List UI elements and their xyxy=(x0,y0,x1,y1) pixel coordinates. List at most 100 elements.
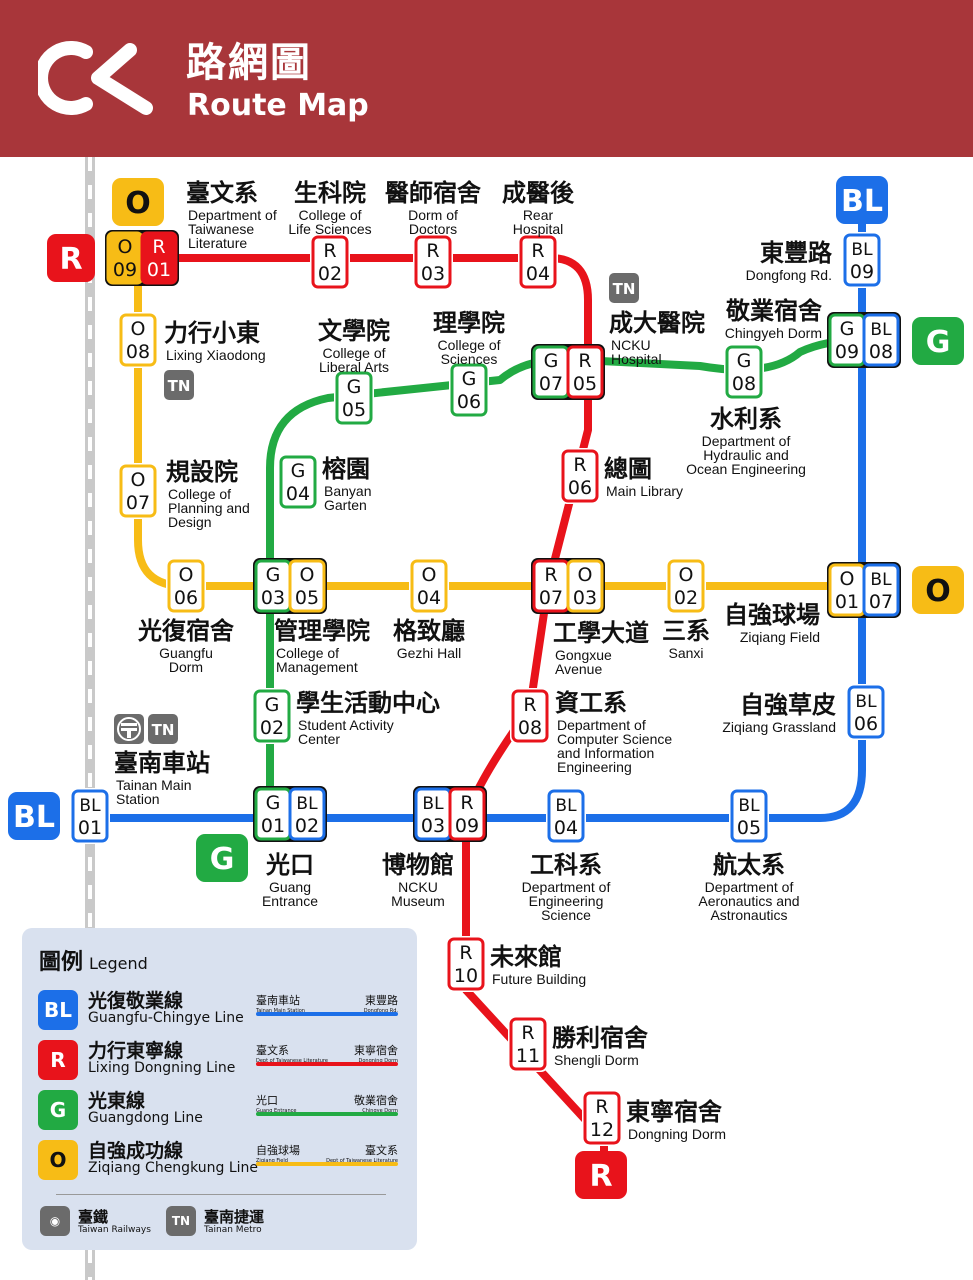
station-name-en: Life Sciences xyxy=(288,221,371,237)
station-code-box-bl xyxy=(862,313,900,367)
terminal-badge-bg xyxy=(912,566,964,614)
legend-line-name-zh: 力行東寧線 xyxy=(88,1040,184,1062)
station-sciences[interactable]: G06 xyxy=(449,362,489,418)
station-code-box-r xyxy=(519,235,557,289)
station-code-box-o xyxy=(566,559,604,613)
station-line-code: R xyxy=(323,240,336,262)
station-future[interactable]: R10 xyxy=(446,936,486,992)
station-line-code: G xyxy=(266,564,281,586)
station-number: 02 xyxy=(295,815,319,837)
station-liberalarts[interactable]: G05 xyxy=(334,370,374,426)
station-code-box-r xyxy=(414,235,452,289)
station-gezhi[interactable]: O04 xyxy=(409,558,449,614)
legend-line-badge: BL xyxy=(38,990,78,1030)
legend-line-badge: R xyxy=(38,1040,78,1080)
station-code-box-r xyxy=(509,1017,547,1071)
terminal-badge-bg xyxy=(47,234,95,282)
legend-operator-name-en: Tainan Metro xyxy=(204,1225,262,1235)
station-sanxi[interactable]: O02 xyxy=(666,558,706,614)
terminal-badge-bg xyxy=(112,178,164,226)
station-name-en: Taiwanese xyxy=(188,221,254,237)
station-name-en: Shengli Dorm xyxy=(554,1052,639,1068)
tainan-metro-icon: TN xyxy=(609,273,639,303)
station-library[interactable]: R06 xyxy=(560,448,600,504)
terminal-badge-bg xyxy=(575,1151,627,1199)
station-rearhosp[interactable]: R04 xyxy=(518,234,558,290)
station-shengli[interactable]: R11 xyxy=(508,1016,548,1072)
station-csie[interactable]: R08 xyxy=(510,688,550,744)
station-code-box-o xyxy=(410,559,448,613)
station-name-en: College of xyxy=(298,207,361,223)
station-number: 09 xyxy=(850,261,874,283)
station-name-en: College of xyxy=(276,645,339,661)
station-code-box-g xyxy=(725,345,763,399)
terminal-label: R xyxy=(589,1159,612,1194)
terminal-label: R xyxy=(59,242,82,277)
station-line-code: G xyxy=(840,318,855,340)
station-doctors[interactable]: R03 xyxy=(413,234,453,290)
terminal-label: G xyxy=(926,325,951,360)
legend-line-name-en: Guangfu-Chingye Line xyxy=(88,1010,244,1026)
station-number: 09 xyxy=(113,259,137,281)
station-name-zh: 未來館 xyxy=(490,943,562,971)
station-code-box-r xyxy=(583,1091,621,1145)
station-line-code: O xyxy=(131,469,146,491)
station-line-code: R xyxy=(152,236,165,258)
tainan-metro-icon: TN xyxy=(148,714,178,744)
station-line-code: G xyxy=(462,368,477,390)
legend-line-name-zh: 光東線 xyxy=(88,1090,146,1112)
legend-line-name-en: Ziqiang Chengkung Line xyxy=(88,1160,259,1176)
station-name-zh: 成醫後 xyxy=(502,179,575,207)
station-line-code: O xyxy=(679,564,694,586)
station-number: 07 xyxy=(539,587,563,609)
station-number: 04 xyxy=(286,483,310,505)
station-line-code: BL xyxy=(851,240,873,260)
station-line-code: BL xyxy=(79,796,101,816)
terminal-badge-g: G xyxy=(912,317,964,365)
station-student[interactable]: G02 xyxy=(252,688,292,744)
station-line-code: R xyxy=(521,1022,534,1044)
taiwan-railways-icon: ◉ xyxy=(40,1206,70,1236)
legend-operator-name-en: Taiwan Railways xyxy=(78,1225,151,1235)
station-lixing[interactable]: O08 xyxy=(118,312,158,368)
station-lifesci[interactable]: R02 xyxy=(310,234,350,290)
station-name-en: Future Building xyxy=(492,971,586,987)
station-name-en: Hydraulic and xyxy=(703,447,789,463)
station-line-code: O xyxy=(840,568,855,590)
station-number: 05 xyxy=(295,587,319,609)
station-name-en: College of xyxy=(437,337,500,353)
station-dongning[interactable]: R12 xyxy=(582,1090,622,1146)
station-hydraulic[interactable]: G08 xyxy=(724,344,764,400)
station-name-en: Department of xyxy=(702,433,791,449)
station-number: 09 xyxy=(835,341,859,363)
station-banyan[interactable]: G04 xyxy=(278,454,318,510)
station-line-code: R xyxy=(595,1096,608,1118)
station-name-zh: 管理學院 xyxy=(274,617,370,645)
station-name-en: Hospital xyxy=(611,351,662,367)
station-name-zh: 水利系 xyxy=(710,405,782,433)
station-number: 06 xyxy=(854,713,878,735)
station-guangfu[interactable]: O06 xyxy=(166,558,206,614)
station-planning[interactable]: O07 xyxy=(118,463,158,519)
